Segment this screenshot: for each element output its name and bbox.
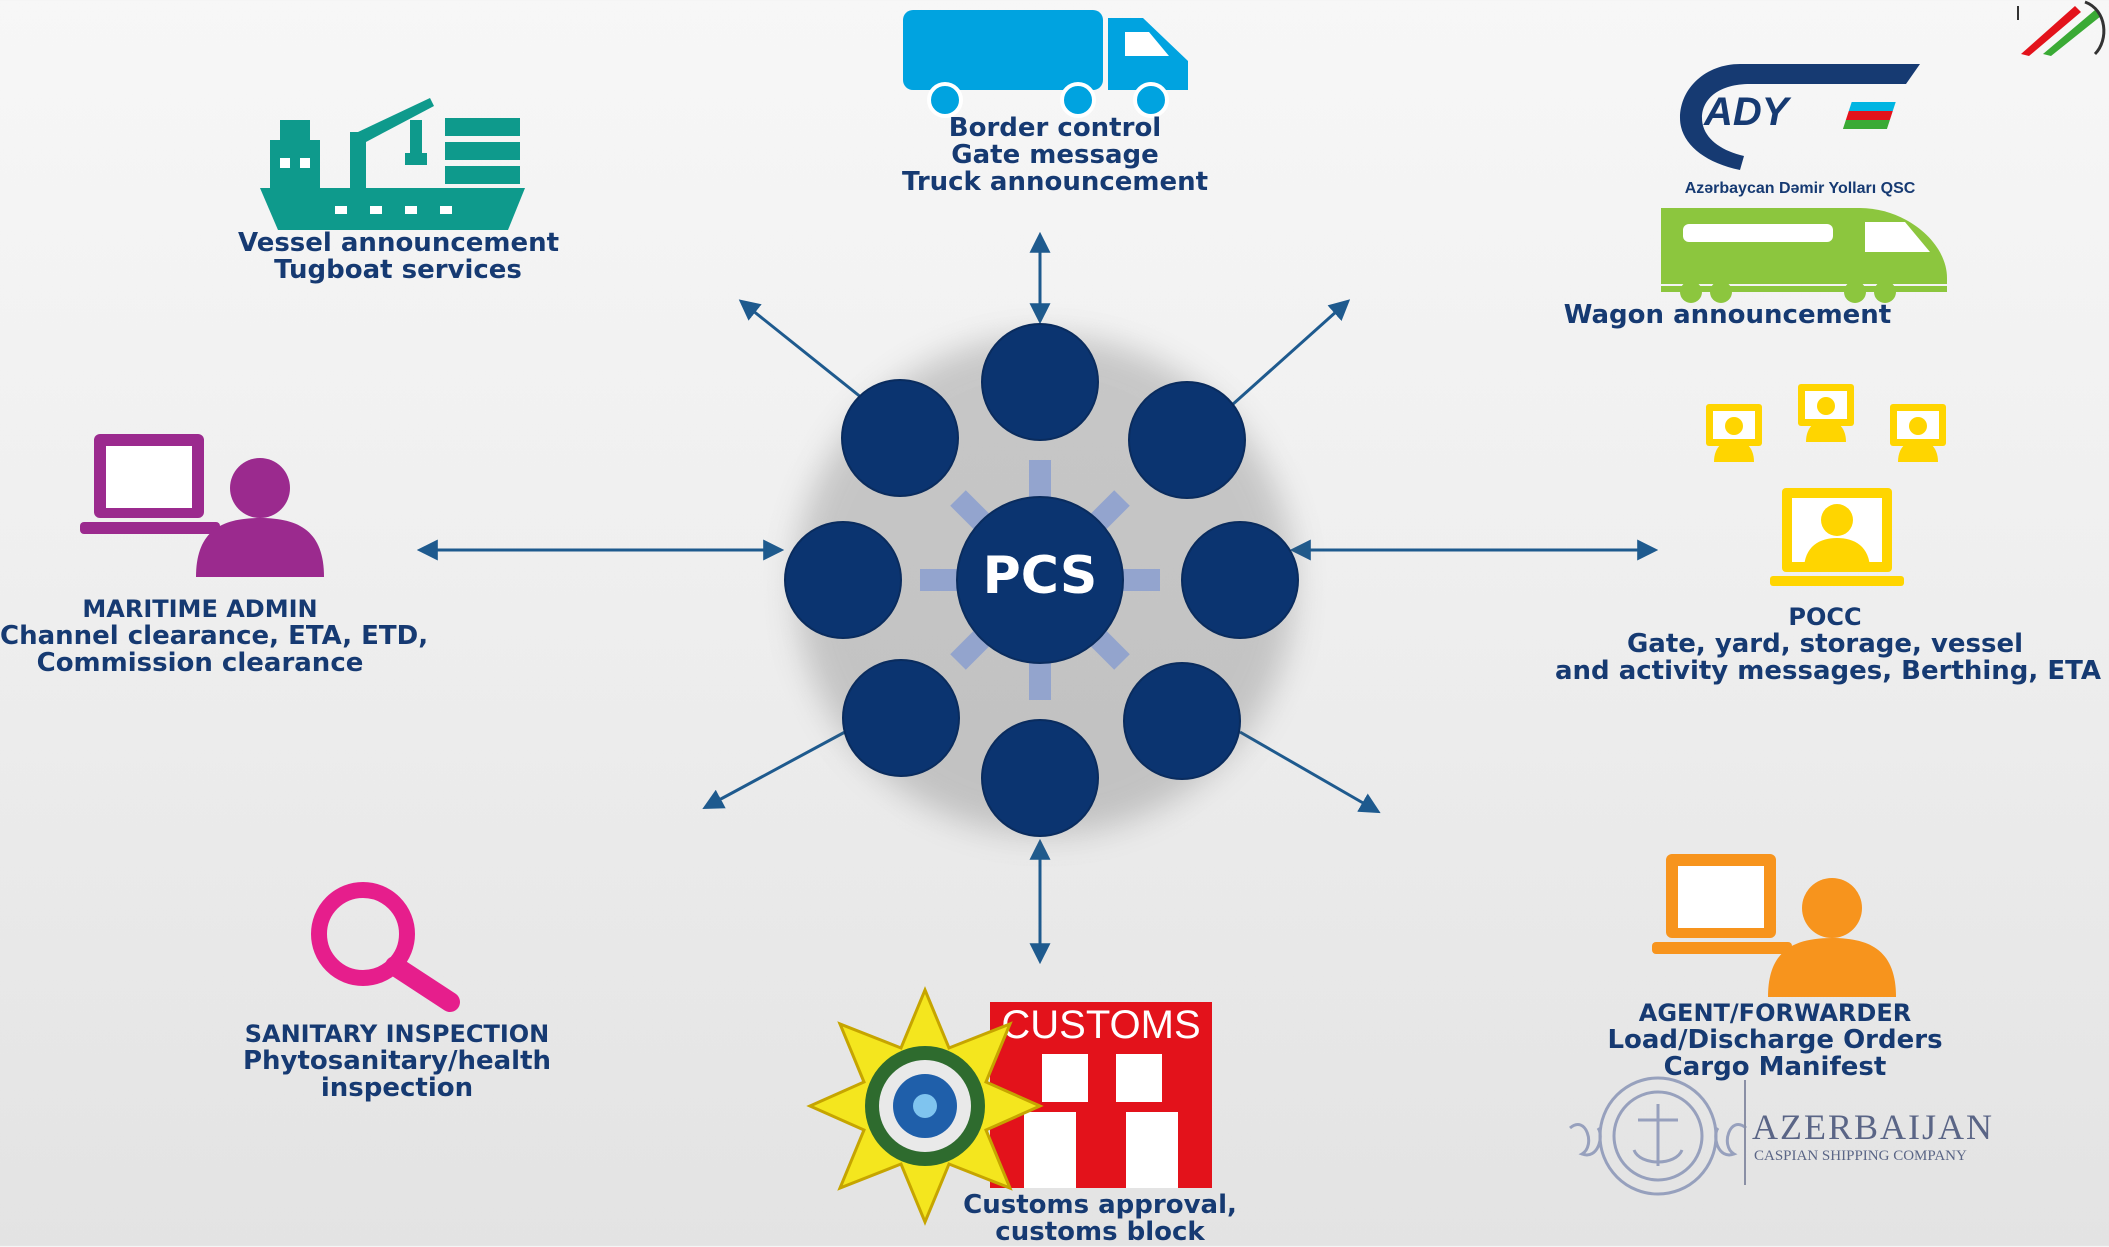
- truck-line-1: Border control: [948, 113, 1162, 143]
- truck-line-3: Truck announcement: [901, 167, 1209, 197]
- railway-label: Wagon announcement: [1560, 302, 1895, 329]
- hub-satellite-bottom-right: [1123, 662, 1241, 780]
- sanitary-label: SANITARY INSPECTION Phytosanitary/health…: [237, 1021, 557, 1102]
- caspian-divider: [1744, 1080, 1746, 1185]
- vessel-line-1: Vessel announcement: [238, 228, 560, 258]
- agent-label: AGENT/FORWARDER Load/Discharge Orders Ca…: [1590, 1000, 1960, 1081]
- caspian-logo-title: AZERBAIJAN: [1752, 1107, 1994, 1147]
- railway-line-1: Wagon announcement: [1563, 300, 1892, 330]
- pocc-line-2: and activity messages, Berthing, ETA ETD: [1555, 656, 2109, 686]
- agent-icon: [1652, 854, 1896, 997]
- customs-line-1: Customs approval,: [963, 1190, 1237, 1220]
- hub-satellite-left: [784, 521, 902, 639]
- truck-label: Border control Gate message Truck announ…: [855, 115, 1255, 196]
- maritime-label: MARITIME ADMIN Channel clearance, ETA, E…: [0, 595, 429, 678]
- hub-core: [956, 496, 1124, 664]
- customs-sign-icon: [990, 1002, 1212, 1188]
- caspian-shipping-logo: [1569, 1076, 1747, 1196]
- truck-line-2: Gate message: [951, 140, 1159, 170]
- pocc-icon: [1706, 384, 1946, 586]
- maritime-admin-icon: [80, 434, 324, 577]
- vessel-label: Vessel announcement Tugboat services: [238, 228, 560, 285]
- arrow-lower-left: [702, 730, 846, 809]
- caspian-logo-subtitle: CASPIAN SHIPPING COMPANY: [1754, 1148, 1967, 1164]
- corner-logo-fragment: [2017, 0, 2106, 56]
- customs-sign-text: CUSTOMS: [1001, 1003, 1201, 1047]
- maritime-line-1: Channel clearance, ETA, ETD,: [0, 621, 429, 651]
- hub-satellite-top-left: [841, 379, 959, 497]
- hub-satellite-bottom-left: [842, 659, 960, 777]
- train-icon: [1661, 208, 1947, 303]
- hub-satellite-right: [1181, 521, 1299, 639]
- vessel-icon: [260, 98, 525, 230]
- pcs-hub: [784, 323, 1299, 837]
- maritime-line-2: Commission clearance: [36, 648, 364, 678]
- pocc-line-1: Gate, yard, storage, vessel: [1626, 629, 2024, 659]
- agent-line-2: Cargo Manifest: [1663, 1052, 1887, 1082]
- sanitary-heading: SANITARY INSPECTION: [244, 1020, 550, 1048]
- arrow-upper-left: [738, 299, 863, 400]
- truck-icon: [903, 10, 1188, 118]
- customs-label: Customs approval, customs block: [940, 1192, 1260, 1246]
- arrow-lower-right: [1239, 730, 1381, 814]
- ady-logo: [1680, 64, 1920, 170]
- agent-heading: AGENT/FORWARDER: [1638, 999, 1912, 1027]
- sanitary-line-2: inspection: [320, 1073, 474, 1103]
- vessel-line-2: Tugboat services: [274, 255, 522, 285]
- magnifier-icon: [311, 882, 460, 1012]
- maritime-heading: MARITIME ADMIN: [82, 595, 318, 623]
- hub-satellite-top-right: [1128, 381, 1246, 499]
- ady-logo-text: ADY: [1704, 90, 1789, 134]
- hub-satellite-top: [981, 323, 1099, 441]
- arrow-upper-right: [1230, 299, 1351, 407]
- pocc-heading: POCC: [1788, 603, 1862, 631]
- ady-logo-subtitle: Azərbaycan Dəmir Yolları QSC: [1684, 180, 1916, 197]
- pcs-label: PCS: [982, 546, 1098, 606]
- customs-emblem-icon: [806, 986, 1044, 1226]
- customs-line-2: customs block: [995, 1217, 1205, 1247]
- hub-satellite-bottom: [981, 719, 1099, 837]
- sanitary-line-1: Phytosanitary/health: [242, 1046, 552, 1076]
- pocc-label: POCC Gate, yard, storage, vessel and act…: [1555, 603, 2109, 686]
- agent-line-1: Load/Discharge Orders: [1607, 1025, 1943, 1055]
